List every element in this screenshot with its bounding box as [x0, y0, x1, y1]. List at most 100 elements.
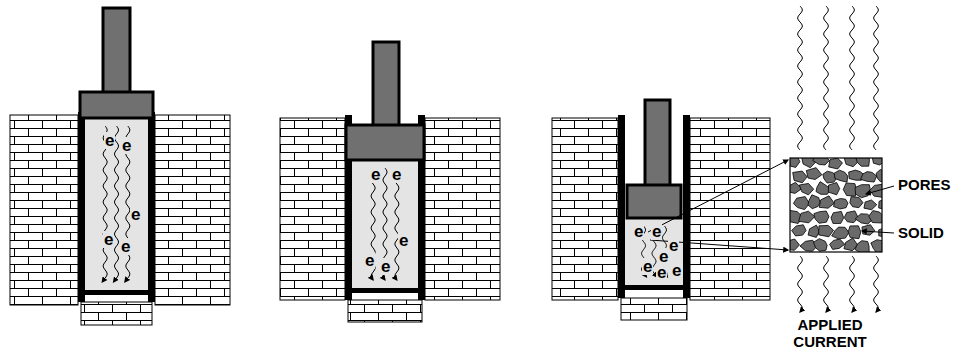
solid-grain: [876, 170, 882, 182]
lower-punch: [352, 288, 418, 293]
solid-grain: [831, 211, 844, 223]
solid-grain: [848, 226, 861, 239]
brick-wall: [690, 118, 770, 300]
current-wave: [798, 256, 803, 312]
solid-grain: [843, 183, 856, 196]
upper-punch-head: [627, 185, 681, 218]
brick-wall: [552, 118, 618, 300]
die-wall: [683, 115, 690, 298]
brick-base: [621, 298, 687, 320]
die-stage: [10, 8, 230, 325]
solid-grain: [844, 211, 858, 223]
current-wave: [798, 6, 803, 150]
die-stage: [280, 42, 500, 322]
electron-mark: e: [364, 252, 375, 269]
lower-punch: [625, 285, 683, 290]
current-wave: [824, 256, 829, 312]
solid-grain: [790, 239, 799, 250]
solid-grain: [834, 199, 848, 209]
leader-lines: [648, 160, 894, 250]
solid-grain: [799, 211, 815, 223]
brick-wall: [155, 115, 230, 305]
solid-grain: [830, 239, 845, 249]
die-stage: [552, 100, 770, 320]
die-wall: [618, 115, 625, 298]
current-wave: [395, 168, 399, 280]
brick-wall: [425, 118, 500, 300]
current-wave: [114, 126, 119, 282]
powder: [85, 118, 148, 290]
electron-mark: e: [370, 166, 381, 183]
upper-punch-head: [346, 125, 424, 160]
current-wave: [824, 6, 829, 150]
solid-grain: [806, 168, 821, 180]
current-wave: [874, 6, 879, 150]
solid-grain: [834, 170, 848, 182]
solid-grain: [832, 227, 849, 239]
die-wall: [78, 112, 85, 302]
upper-punch-head: [80, 92, 153, 118]
powder: [625, 218, 683, 285]
brick-wall: [10, 115, 78, 305]
solid-grain: [828, 182, 839, 194]
electron-mark: e: [120, 238, 131, 255]
solid-grain: [862, 225, 875, 236]
solid-grain: [793, 171, 807, 183]
upper-punch-stem: [103, 8, 130, 93]
upper-punch-stem: [645, 100, 670, 186]
solid-grain: [871, 240, 882, 252]
current-wave: [850, 256, 855, 312]
brick-base: [81, 302, 152, 325]
powder: [352, 160, 418, 288]
solid-grain: [855, 241, 869, 252]
solid-grain: [864, 200, 877, 210]
solid-grain: [860, 172, 876, 182]
electron-mark: e: [398, 232, 409, 249]
electron-mark: e: [642, 258, 653, 275]
solid-grain: [819, 225, 834, 236]
solid-grain: [793, 197, 809, 210]
solid-grain: [855, 185, 870, 198]
electron-mark: e: [130, 206, 141, 223]
electron-mark: e: [656, 264, 667, 281]
pores-leader: [866, 186, 894, 194]
solid-grain: [808, 225, 819, 237]
solid-grain: [869, 211, 882, 223]
current-wave: [102, 126, 107, 282]
electron-mark: e: [391, 166, 402, 183]
electron-mark: e: [380, 258, 391, 275]
zoom-detail: [784, 154, 892, 254]
solid-grain: [790, 158, 800, 167]
zoom-pointer: [648, 160, 788, 232]
solid-grain: [856, 158, 870, 166]
upper-punch-stem: [373, 42, 399, 126]
electron-mark: e: [121, 137, 132, 154]
solid-grain: [813, 239, 827, 252]
brick-wall: [280, 118, 345, 300]
applied-current-waves: [798, 6, 879, 312]
part-label: PORES: [897, 177, 952, 192]
electron-mark: e: [651, 223, 662, 240]
callout-label: APPLIED CURRENT: [787, 316, 873, 351]
electron-mark: e: [633, 223, 644, 240]
electron-mark: e: [668, 237, 679, 254]
solid-leader: [862, 231, 894, 233]
electron-mark: e: [658, 248, 669, 265]
solid-grain: [829, 158, 843, 169]
current-wave: [850, 6, 855, 150]
solid-grain: [850, 197, 863, 208]
lower-punch: [85, 290, 148, 295]
electron-mark: e: [671, 262, 682, 279]
solid-grain: [813, 158, 830, 165]
solid-grain: [814, 211, 829, 223]
solid-grain: [799, 183, 813, 194]
part-label: SOLID: [897, 225, 945, 240]
solid-grain: [792, 225, 806, 236]
brick-base: [348, 300, 422, 322]
electron-mark: e: [104, 132, 115, 149]
solid-grain: [819, 196, 834, 208]
die-wall: [148, 112, 155, 302]
solid-grain: [872, 158, 882, 165]
